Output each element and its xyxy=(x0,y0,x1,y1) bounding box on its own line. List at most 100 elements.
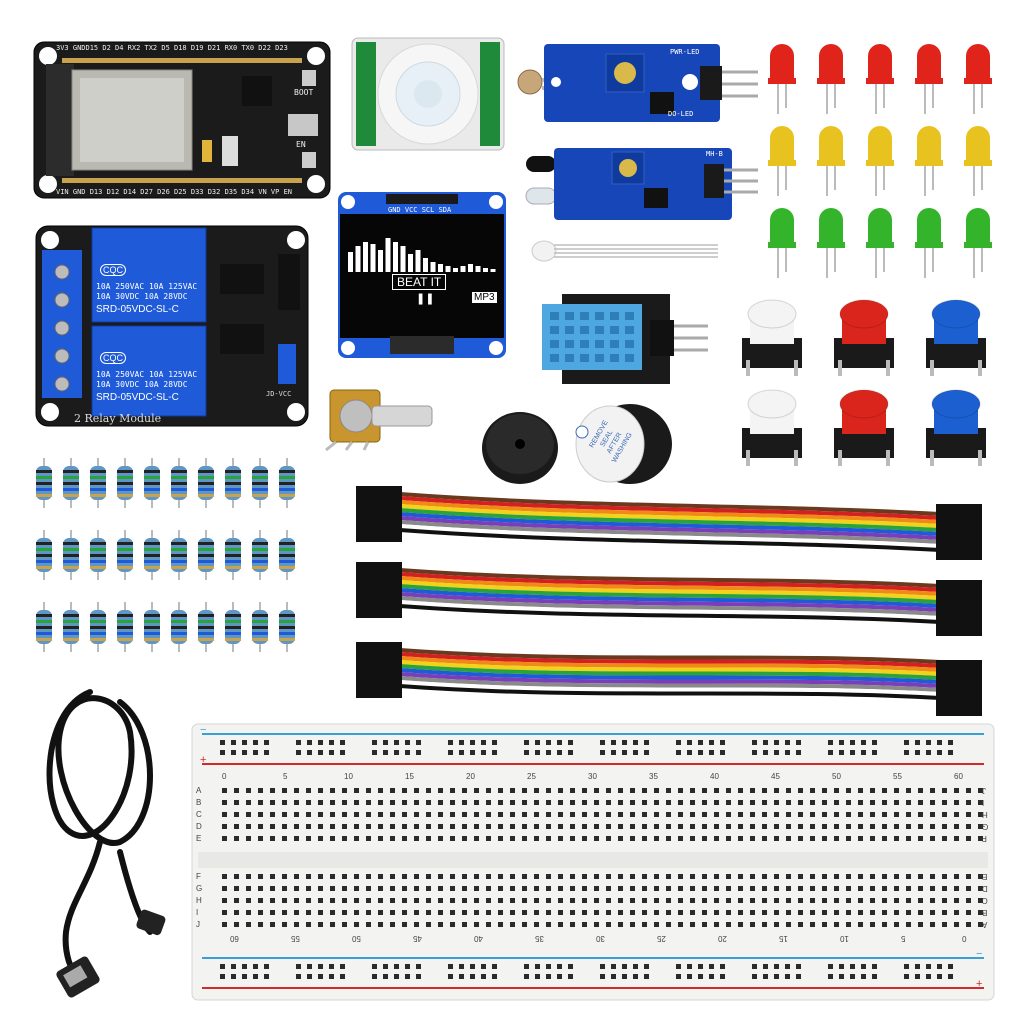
bb-hole xyxy=(720,974,725,979)
resistor xyxy=(225,530,241,580)
resistor xyxy=(171,602,187,652)
bb-hole xyxy=(750,922,755,927)
bb-hole xyxy=(822,898,827,903)
bb-hole xyxy=(594,836,599,841)
bb-hole xyxy=(954,824,959,829)
bb-hole xyxy=(894,886,899,891)
bb-col-number: 5 xyxy=(901,934,906,943)
bb-hole xyxy=(930,800,935,805)
resistor-grid xyxy=(30,450,306,660)
bb-hole xyxy=(839,740,844,745)
bb-hole xyxy=(726,836,731,841)
bb-hole xyxy=(330,898,335,903)
bb-hole xyxy=(306,836,311,841)
bb-hole xyxy=(666,910,671,915)
bb-hole xyxy=(846,910,851,915)
bb-hole xyxy=(342,800,347,805)
bb-hole xyxy=(954,836,959,841)
bb-hole xyxy=(246,812,251,817)
push-buttons xyxy=(736,292,1000,468)
bb-hole xyxy=(630,812,635,817)
bb-row-letter: E xyxy=(196,834,202,843)
bb-hole xyxy=(474,886,479,891)
bb-hole xyxy=(798,812,803,817)
resistor xyxy=(144,530,160,580)
bb-hole xyxy=(642,910,647,915)
bb-hole xyxy=(405,750,410,755)
bb-hole xyxy=(294,922,299,927)
bb-hole xyxy=(676,750,681,755)
led xyxy=(817,44,845,114)
bb-hole xyxy=(462,910,467,915)
bb-hole xyxy=(630,886,635,891)
oled-eq-bar xyxy=(423,258,428,272)
bb-hole xyxy=(282,910,287,915)
bb-hole xyxy=(524,974,529,979)
bb-hole xyxy=(796,740,801,745)
bb-hole xyxy=(642,874,647,879)
bb-hole xyxy=(918,910,923,915)
bb-hole xyxy=(926,974,931,979)
bb-hole xyxy=(394,974,399,979)
bb-row-letter: B xyxy=(196,798,202,807)
bb-hole xyxy=(937,974,942,979)
bb-hole xyxy=(258,898,263,903)
bb-col-number: 45 xyxy=(413,934,422,943)
bb-hole xyxy=(702,836,707,841)
bb-hole xyxy=(405,740,410,745)
bb-hole xyxy=(558,874,563,879)
bb-hole xyxy=(726,922,731,927)
oled-eq-bar xyxy=(460,266,466,272)
bb-hole xyxy=(606,788,611,793)
bb-hole xyxy=(414,812,419,817)
bb-hole xyxy=(414,910,419,915)
bb-hole xyxy=(666,898,671,903)
bb-hole xyxy=(750,824,755,829)
oled-eq-bar xyxy=(445,266,451,272)
bb-hole xyxy=(390,874,395,879)
bb-hole xyxy=(438,824,443,829)
bb-hole xyxy=(318,750,323,755)
bb-hole xyxy=(354,800,359,805)
push-button xyxy=(926,299,986,376)
bb-hole xyxy=(366,886,371,891)
bb-hole xyxy=(678,800,683,805)
bb-col-number: 25 xyxy=(657,934,666,943)
bb-hole xyxy=(937,740,942,745)
bb-hole xyxy=(798,824,803,829)
bb-hole xyxy=(750,812,755,817)
bb-hole xyxy=(220,740,225,745)
bb-hole xyxy=(366,836,371,841)
led xyxy=(768,126,796,196)
bb-hole xyxy=(354,874,359,879)
bb-hole xyxy=(390,812,395,817)
bb-hole xyxy=(846,836,851,841)
bb-hole xyxy=(390,898,395,903)
led xyxy=(964,208,992,278)
ldr-pwr-label: PWR-LED xyxy=(670,48,700,56)
bb-hole xyxy=(702,788,707,793)
bb-hole xyxy=(330,824,335,829)
bb-hole xyxy=(522,886,527,891)
bb-hole xyxy=(774,750,779,755)
relay-model-1: SRD-05VDC-SL-C xyxy=(96,304,179,315)
bb-hole xyxy=(834,922,839,927)
dht-vent xyxy=(625,340,634,348)
bb-hole xyxy=(978,836,983,841)
bb-hole xyxy=(714,800,719,805)
bb-hole xyxy=(426,886,431,891)
bb-col-number: 10 xyxy=(344,772,353,781)
bb-hole xyxy=(870,910,875,915)
bb-hole xyxy=(687,740,692,745)
bb-hole xyxy=(394,740,399,745)
bb-hole xyxy=(462,812,467,817)
bb-hole xyxy=(510,812,515,817)
bb-hole xyxy=(492,974,497,979)
bb-hole xyxy=(535,740,540,745)
bb-hole xyxy=(340,964,345,969)
bb-hole xyxy=(426,922,431,927)
bb-hole xyxy=(570,874,575,879)
bb-hole xyxy=(828,974,833,979)
bb-hole xyxy=(600,740,605,745)
bb-hole xyxy=(774,922,779,927)
